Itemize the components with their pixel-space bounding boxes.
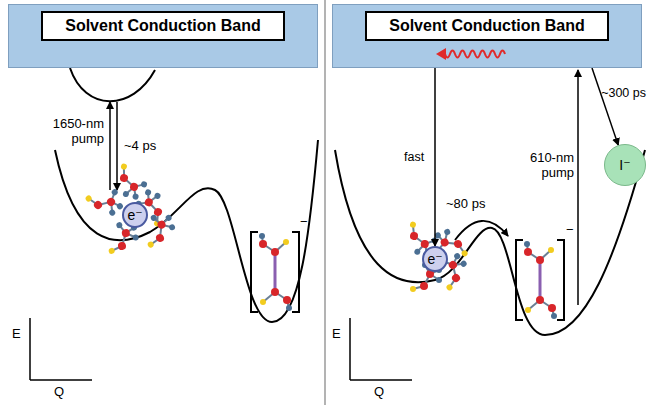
node-text: e⁻: [427, 251, 442, 267]
conduction-band: Solvent Conduction Band: [8, 4, 318, 68]
pump-label: 610-nm pump: [512, 150, 574, 180]
fast-arrow: [434, 68, 436, 246]
decay-arrow: [592, 68, 618, 145]
axis-label: E: [332, 326, 346, 341]
pump-label: 1650-nm pump: [36, 116, 104, 146]
node-text: I⁻: [619, 157, 630, 173]
edge-label: ~300 ps: [601, 86, 646, 101]
charge-sign: −: [300, 214, 314, 229]
electron-circle: e⁻: [122, 202, 148, 228]
charge-sign: −: [566, 222, 580, 237]
axis-label: Q: [54, 384, 68, 399]
axis-label: Q: [374, 384, 388, 399]
electron-circle: e⁻: [422, 246, 448, 272]
node-text: Solvent Conduction Band: [365, 11, 609, 41]
iodide-circle: I⁻: [604, 144, 646, 186]
edge-label: fast: [404, 150, 424, 165]
axis-label: E: [12, 326, 26, 341]
node-text: e⁻: [127, 207, 142, 223]
time-label: ~4 ps: [124, 138, 174, 153]
node-text: Solvent Conduction Band: [41, 11, 285, 41]
time-label: ~80 ps: [446, 196, 506, 211]
